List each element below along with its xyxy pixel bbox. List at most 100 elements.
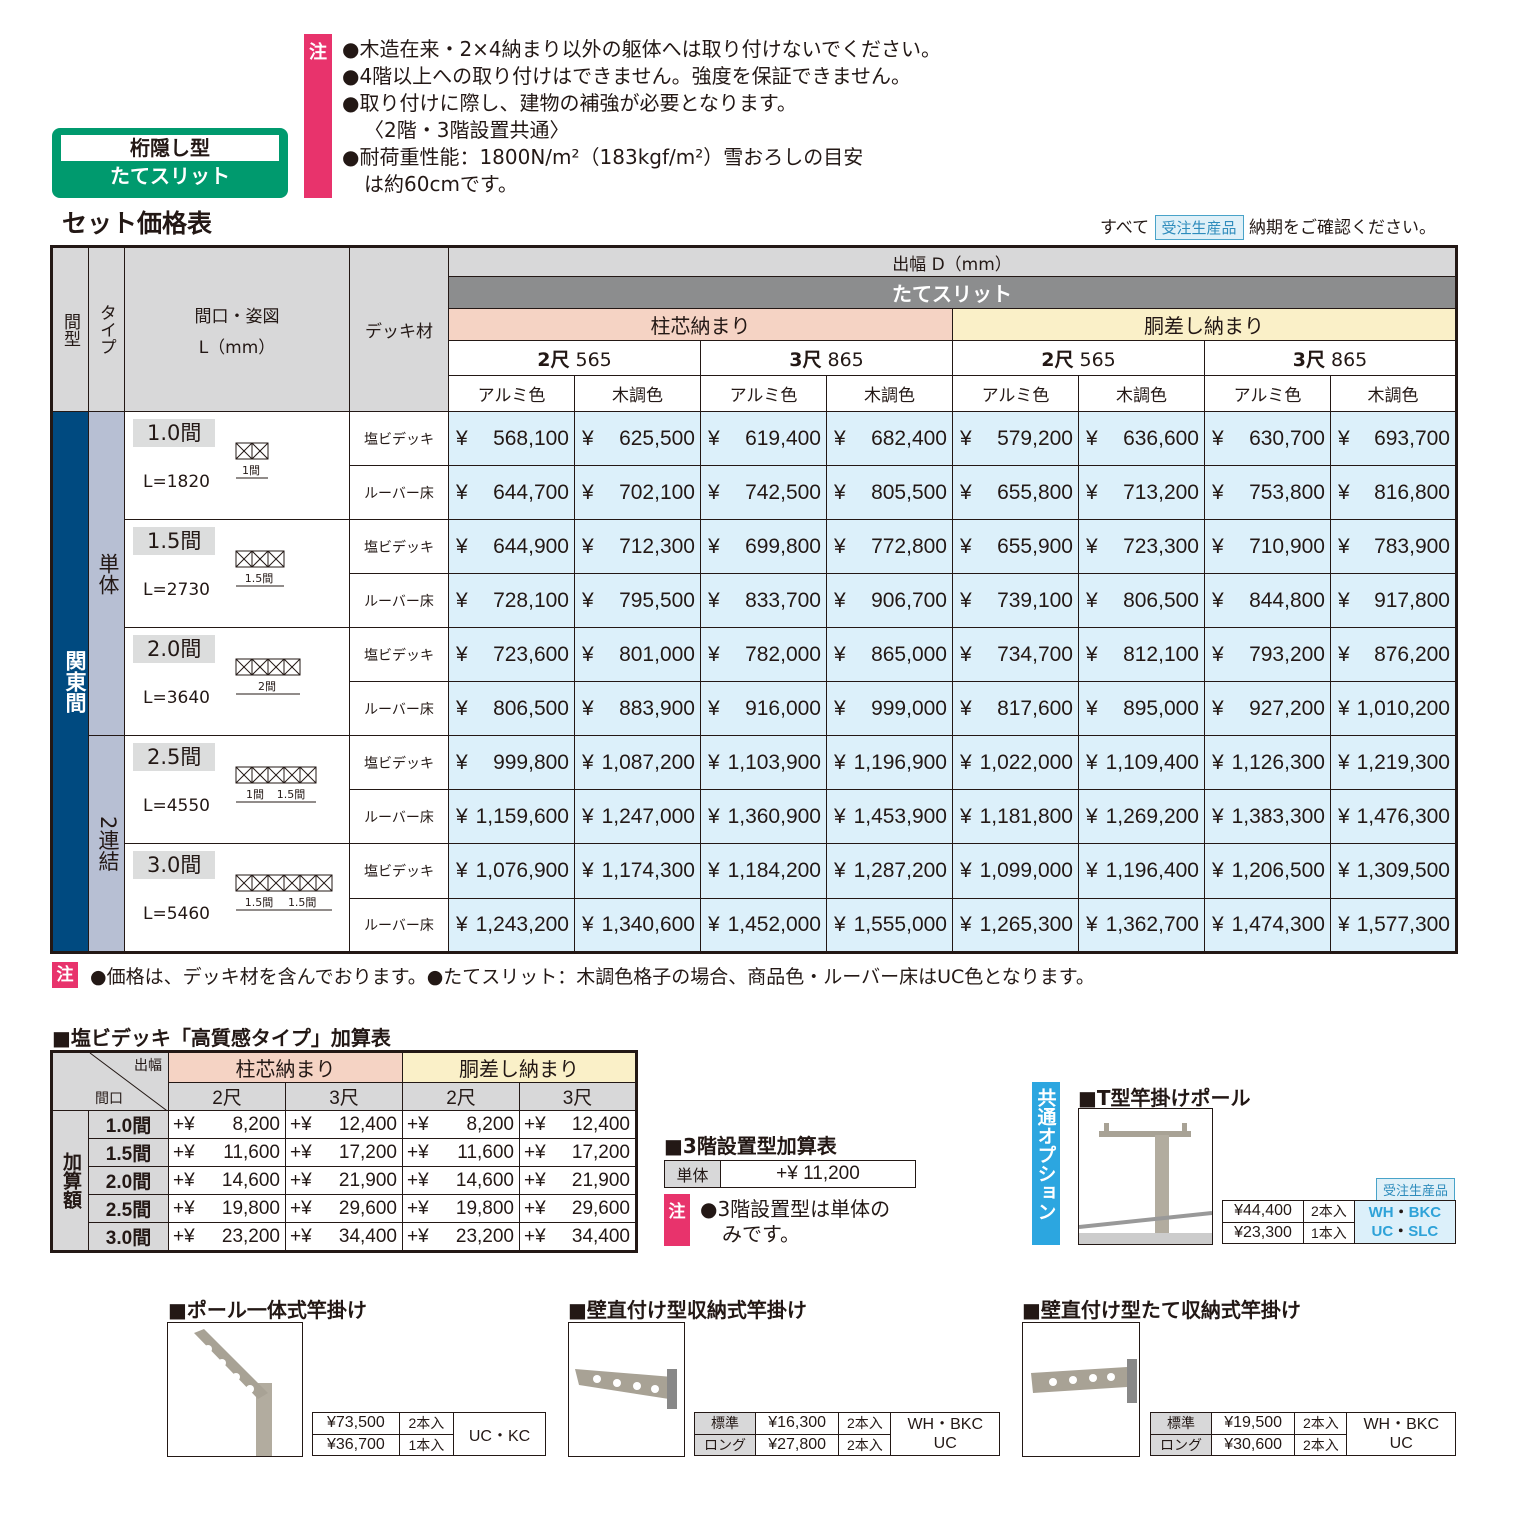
price-cell: ¥568,100: [448, 411, 575, 467]
price-cell: ¥655,800: [952, 465, 1079, 521]
price-cell: ¥1,474,300: [1204, 897, 1331, 954]
add-price: +¥17,200: [285, 1138, 403, 1167]
price-cell: ¥795,500: [574, 573, 701, 629]
deck-material: 塩ビデッキ: [349, 519, 449, 575]
price-cell: ¥1,010,200: [1330, 681, 1457, 737]
svg-text:1.5間: 1.5間: [288, 896, 317, 909]
price-cell: ¥917,800: [1330, 573, 1457, 629]
wall2-photo: [1022, 1322, 1140, 1457]
add-price: +¥29,600: [285, 1194, 403, 1223]
variant: ロング: [694, 1433, 756, 1456]
size-label: 2.5間: [133, 743, 216, 772]
add-price: +¥29,600: [519, 1194, 637, 1223]
price-cell: ¥1,022,000: [952, 735, 1079, 791]
header-2shaku: 2尺 565: [448, 340, 701, 377]
price-cell: ¥1,219,300: [1330, 735, 1457, 791]
price-cell: ¥644,900: [448, 519, 575, 575]
price-cell: ¥1,269,200: [1078, 789, 1205, 845]
header-alu: アルミ色: [700, 375, 827, 413]
add-price: +¥17,200: [519, 1138, 637, 1167]
add-price: +¥34,400: [519, 1222, 637, 1252]
price-cell: ¥1,383,300: [1204, 789, 1331, 845]
size-length: L=2730: [143, 580, 210, 601]
wall1-photo: [568, 1322, 685, 1457]
price-cell: ¥844,800: [1204, 573, 1331, 629]
corner-maguchi: 間口: [95, 1090, 123, 1106]
price-cell: ¥1,362,700: [1078, 897, 1205, 954]
header-3shaku: 3尺 865: [1204, 340, 1457, 377]
badge-line2: たてスリット: [110, 164, 230, 188]
add-hashira: 柱芯納まり: [168, 1051, 403, 1083]
price-cell: ¥895,000: [1078, 681, 1205, 737]
size-length: L=1820: [143, 472, 210, 493]
add-col: 2尺: [168, 1082, 286, 1111]
type-double: 2連結: [88, 735, 125, 954]
floor3-note-line: ●3階設置型は単体の: [700, 1197, 891, 1221]
price-cell: ¥753,800: [1204, 465, 1331, 521]
header-wood: 木調色: [574, 375, 701, 413]
made-to-order-tag: 受注生産品: [1154, 215, 1244, 240]
price-cell: ¥1,099,000: [952, 843, 1079, 899]
header-debaba: 出幅 D（mm）: [448, 245, 1457, 278]
caution-mark: 注: [52, 962, 78, 988]
price-cell: ¥883,900: [574, 681, 701, 737]
price-cell: ¥1,196,900: [826, 735, 953, 791]
size-label: 1.0間: [133, 419, 216, 448]
corner-debaba: 出幅: [134, 1057, 162, 1073]
add-price: +¥14,600: [168, 1166, 286, 1195]
page-title: セット価格表: [62, 209, 213, 238]
type-single: 単体: [88, 411, 125, 737]
price-cell: ¥906,700: [826, 573, 953, 629]
price-cell: ¥742,500: [700, 465, 827, 521]
pole-hanger-icon: [194, 1329, 272, 1456]
deck-material: ルーバー床: [349, 681, 449, 737]
size-cell: 1.0間 L=1820 1間: [124, 411, 350, 521]
price: ¥19,500: [1210, 1412, 1296, 1435]
price-cell: ¥793,200: [1204, 627, 1331, 683]
color-codes: WH・BKC UC・SLC: [1353, 1200, 1457, 1244]
price-cell: ¥739,100: [952, 573, 1079, 629]
price-cell: ¥636,600: [1078, 411, 1205, 467]
stock-pre: すべて: [1100, 218, 1150, 238]
price: ¥23,300: [1221, 1221, 1305, 1244]
price-cell: ¥1,184,200: [700, 843, 827, 899]
pole-photo: [167, 1322, 303, 1457]
caution-mark: 注: [304, 34, 332, 198]
price-cell: ¥728,100: [448, 573, 575, 629]
price-cell: ¥1,452,000: [700, 897, 827, 954]
price: ¥27,800: [754, 1433, 840, 1456]
price-cell: ¥816,800: [1330, 465, 1457, 521]
variant: 標準: [1150, 1412, 1212, 1435]
price-cell: ¥782,000: [700, 627, 827, 683]
add-price: +¥21,900: [285, 1166, 403, 1195]
add-price: +¥19,800: [402, 1194, 520, 1223]
price: ¥44,400: [1221, 1200, 1305, 1223]
price-cell: ¥644,700: [448, 465, 575, 521]
price-cell: ¥693,700: [1330, 411, 1457, 467]
price-cell: ¥1,174,300: [574, 843, 701, 899]
add-price: +¥11,600: [402, 1138, 520, 1167]
deck-material: 塩ビデッキ: [349, 627, 449, 683]
product-badge: 桁隠し型 たてスリット: [52, 128, 288, 198]
add-price: +¥23,200: [168, 1222, 286, 1252]
price-cell: ¥865,000: [826, 627, 953, 683]
add-table-title: ■塩ビデッキ「高質感タイプ」加算表: [52, 1026, 391, 1050]
add-row-label: 1.5間: [88, 1138, 169, 1167]
caution-notes: ●木造在来・2×4納まり以外の躯体へは取り付けないでください。 ●4階以上への取…: [342, 36, 941, 198]
floor3-title: ■3階設置型加算表: [664, 1134, 837, 1158]
svg-text:1間: 1間: [242, 464, 260, 477]
corner-header: 出幅 間口: [51, 1051, 169, 1111]
price-cell: ¥723,600: [448, 627, 575, 683]
add-price: +¥14,600: [402, 1166, 520, 1195]
price-cell: ¥1,159,600: [448, 789, 575, 845]
deck-material: 塩ビデッキ: [349, 411, 449, 467]
add-price: +¥8,200: [402, 1110, 520, 1139]
deck-material: 塩ビデッキ: [349, 735, 449, 791]
